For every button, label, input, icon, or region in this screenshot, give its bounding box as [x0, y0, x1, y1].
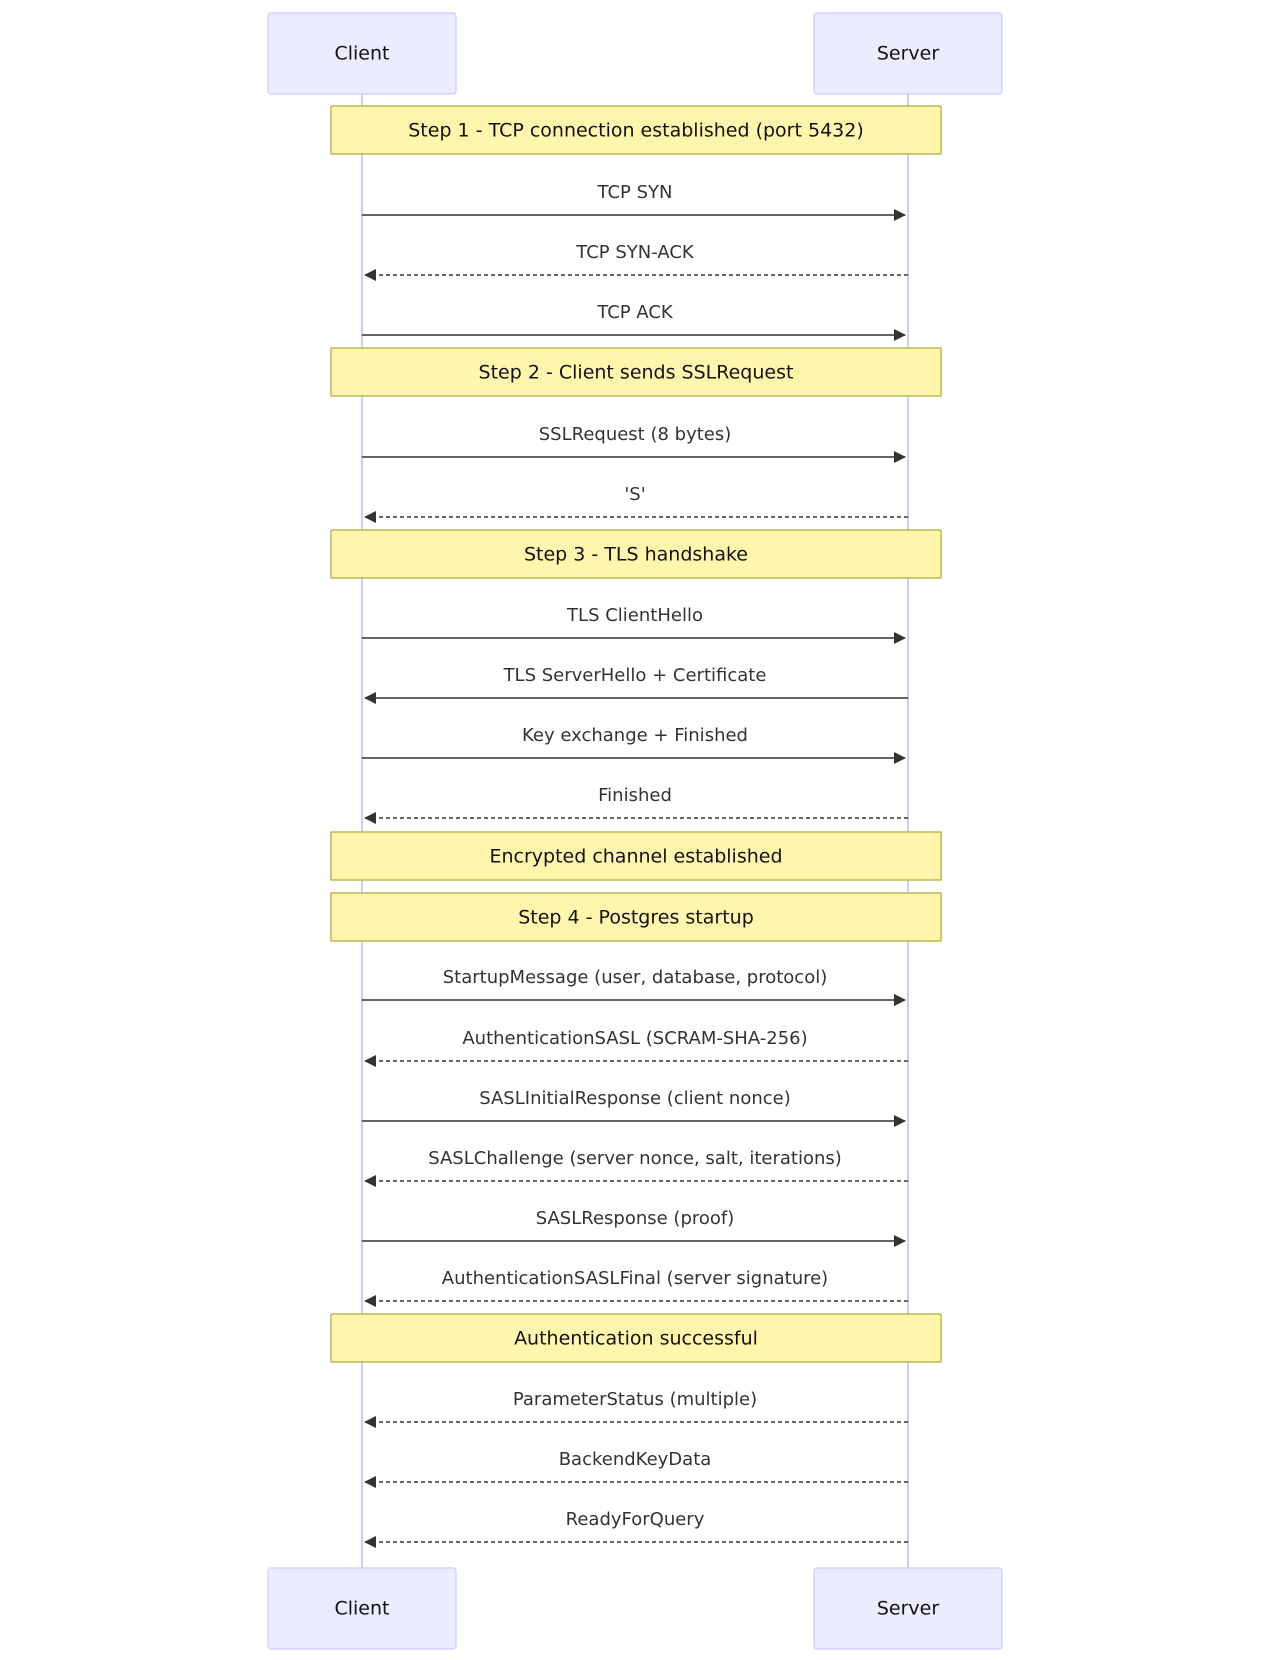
message: AuthenticationSASL (SCRAM-SHA-256)	[364, 1028, 908, 1067]
message: Key exchange + Finished	[362, 725, 906, 764]
actor-server-bottom-label: Server	[877, 1598, 939, 1620]
note-label: Step 1 - TCP connection established (por…	[408, 120, 864, 142]
message-label: 'S'	[624, 484, 645, 505]
message-label: TLS ServerHello + Certificate	[503, 665, 767, 686]
note-label: Step 3 - TLS handshake	[524, 544, 748, 566]
actor-server-bottom: Server	[813, 1567, 1003, 1650]
message-label: ParameterStatus (multiple)	[513, 1389, 757, 1410]
actor-client-bottom: Client	[267, 1567, 457, 1650]
message: TLS ServerHello + Certificate	[364, 665, 908, 704]
message-label: TCP SYN	[597, 182, 673, 203]
note: Authentication successful	[330, 1313, 942, 1363]
note: Step 1 - TCP connection established (por…	[330, 105, 942, 155]
note: Step 2 - Client sends SSLRequest	[330, 347, 942, 397]
note-label: Step 4 - Postgres startup	[518, 907, 754, 929]
message-label: SSLRequest (8 bytes)	[539, 424, 732, 445]
note-label: Encrypted channel established	[489, 846, 782, 868]
message: Finished	[364, 785, 908, 824]
message: ParameterStatus (multiple)	[364, 1389, 908, 1428]
note-box	[330, 892, 942, 942]
message-label: SASLChallenge (server nonce, salt, itera…	[428, 1148, 842, 1169]
note-label: Authentication successful	[514, 1328, 758, 1350]
actor-server-top: Server	[813, 12, 1003, 95]
actor-server-top-label: Server	[877, 43, 939, 65]
message-label: TLS ClientHello	[566, 605, 703, 626]
events-layer: Step 1 - TCP connection established (por…	[330, 105, 942, 1548]
message-label: ReadyForQuery	[566, 1509, 705, 1530]
message: AuthenticationSASLFinal (server signatur…	[364, 1268, 908, 1307]
message: SASLResponse (proof)	[362, 1208, 906, 1247]
message-label: AuthenticationSASLFinal (server signatur…	[442, 1268, 828, 1289]
message: TLS ClientHello	[362, 605, 906, 644]
message: 'S'	[364, 484, 908, 523]
note-box	[330, 1313, 942, 1363]
message-label: SASLResponse (proof)	[536, 1208, 735, 1229]
message: SASLInitialResponse (client nonce)	[362, 1088, 906, 1127]
message-label: TCP SYN-ACK	[575, 242, 695, 263]
note-box	[330, 529, 942, 579]
note: Step 3 - TLS handshake	[330, 529, 942, 579]
note-label: Step 2 - Client sends SSLRequest	[479, 362, 794, 384]
message-label: Key exchange + Finished	[522, 725, 748, 746]
message-label: TCP ACK	[596, 302, 674, 323]
message: BackendKeyData	[364, 1449, 908, 1488]
note-box	[330, 105, 942, 155]
message: SASLChallenge (server nonce, salt, itera…	[364, 1148, 908, 1187]
note: Encrypted channel established	[330, 831, 942, 881]
message: TCP SYN	[362, 182, 906, 221]
message: StartupMessage (user, database, protocol…	[362, 967, 906, 1006]
note-box	[330, 831, 942, 881]
actor-client-top-label: Client	[334, 43, 389, 65]
message-label: SASLInitialResponse (client nonce)	[479, 1088, 791, 1109]
message: TCP ACK	[362, 302, 906, 341]
message-label: AuthenticationSASL (SCRAM-SHA-256)	[462, 1028, 807, 1049]
actor-client-bottom-label: Client	[334, 1598, 389, 1620]
message-label: StartupMessage (user, database, protocol…	[443, 967, 828, 988]
note-box	[330, 347, 942, 397]
message: SSLRequest (8 bytes)	[362, 424, 906, 463]
actor-client-top: Client	[267, 12, 457, 95]
message-label: Finished	[598, 785, 672, 806]
note: Step 4 - Postgres startup	[330, 892, 942, 942]
message: TCP SYN-ACK	[364, 242, 908, 281]
message: ReadyForQuery	[364, 1509, 908, 1548]
message-label: BackendKeyData	[559, 1449, 712, 1470]
